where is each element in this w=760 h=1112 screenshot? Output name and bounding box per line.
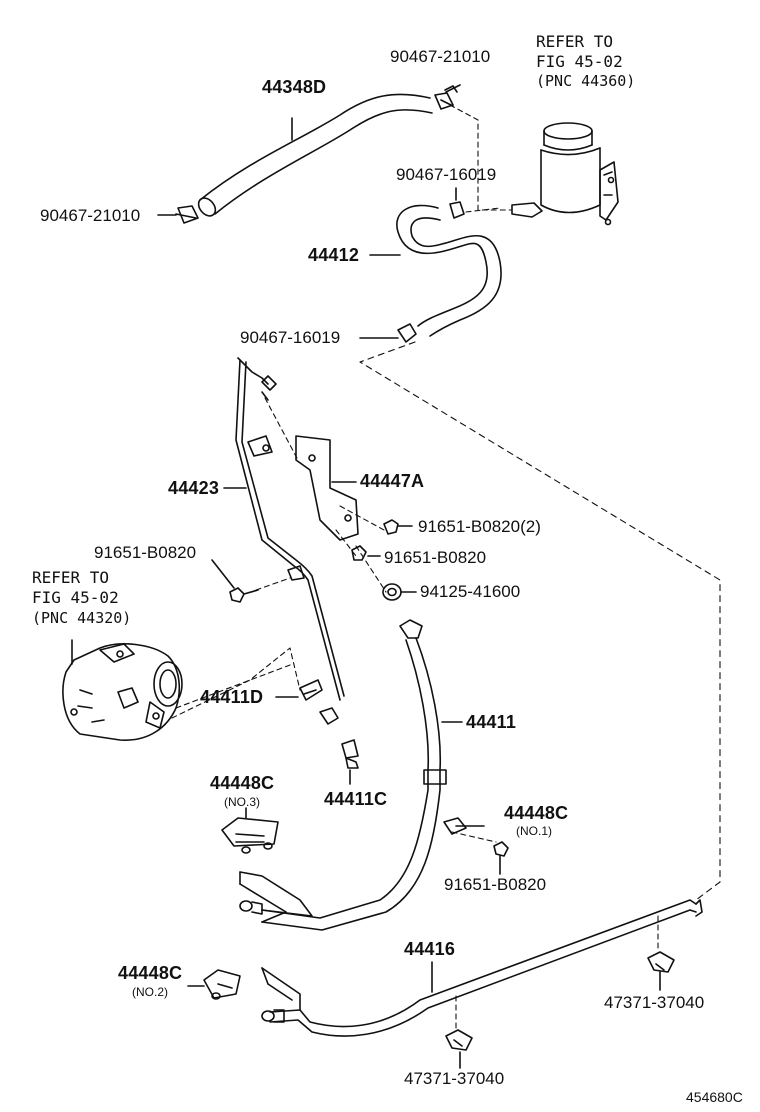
label-no2: (NO.2) (132, 985, 168, 999)
pump (62, 639, 183, 741)
label-90467-16019-b: 90467-16019 (240, 328, 341, 347)
label-44411c: 44411C (324, 789, 388, 809)
figure-id: 454680C (686, 1089, 743, 1105)
ref-reservoir-pnc: (PNC 44360) (536, 72, 636, 90)
label-91651-b0820-left: 91651-B0820 (94, 543, 197, 562)
label-44412: 44412 (308, 245, 360, 265)
clamp-44448c-no1 (443, 817, 485, 835)
bolt-91651-left (211, 559, 259, 603)
label-90467-21010-top: 90467-21010 (390, 47, 491, 66)
union-44411c (341, 739, 359, 769)
label-44411d: 44411D (200, 687, 264, 707)
bolt-91651-mid (351, 545, 381, 561)
ref-reservoir-fig: FIG 45-02 (536, 52, 623, 71)
label-44448c-no2: 44448C (118, 963, 183, 983)
label-90467-21010-left: 90467-21010 (40, 206, 141, 225)
bracket-44447a (295, 435, 359, 541)
clip-47371-right (647, 951, 675, 973)
ref-pump-fig: FIG 45-02 (32, 588, 119, 607)
pipe-44416 (261, 899, 703, 1037)
label-47371-37040-bottom: 47371-37040 (404, 1069, 505, 1088)
ref-pump-pnc: (PNC 44320) (32, 609, 132, 627)
ref-reservoir-refer: REFER TO (536, 32, 614, 51)
label-91651-b0820-2: 91651-B0820(2) (418, 517, 541, 536)
hose-44348d (197, 93, 433, 217)
label-44448c-no3: 44448C (210, 773, 275, 793)
label-44447a: 44447A (360, 471, 425, 491)
clamp-44448c-no3 (221, 817, 279, 854)
label-47371-37040-right: 47371-37040 (604, 993, 705, 1012)
clip-47371-bottom (445, 1029, 473, 1051)
clamp-44412-bottom (359, 323, 417, 343)
pipe-44423-end (319, 707, 339, 725)
label-91651-b0820-mid: 91651-B0820 (384, 548, 487, 567)
label-no1: (NO.1) (516, 824, 552, 838)
label-90467-16019-a: 90467-16019 (396, 165, 497, 184)
label-no3: (NO.3) (224, 795, 260, 809)
clamp-44412-top (449, 187, 465, 219)
reservoir-tank (511, 122, 619, 226)
hose-44411 (239, 619, 447, 931)
nut-94125 (382, 583, 417, 601)
label-44416: 44416 (404, 939, 456, 959)
ref-pump-refer: REFER TO (32, 568, 110, 587)
hose-44412 (396, 204, 502, 337)
label-44423: 44423 (168, 478, 220, 498)
clamp-44448c-no2 (203, 969, 241, 1000)
bolt-91651-low (493, 841, 509, 875)
label-44348d: 44348D (262, 77, 327, 97)
label-44448c-no1: 44448C (504, 803, 569, 823)
pipe-44423 (235, 357, 345, 701)
label-44411: 44411 (466, 712, 517, 732)
clip-44411d (299, 679, 323, 701)
label-94125-41600: 94125-41600 (420, 582, 521, 601)
clamp-top-hose (434, 85, 458, 110)
bolt-91651-2 (383, 519, 413, 535)
label-91651-b0820-low: 91651-B0820 (444, 875, 547, 894)
clamp-left-hose (175, 205, 199, 224)
